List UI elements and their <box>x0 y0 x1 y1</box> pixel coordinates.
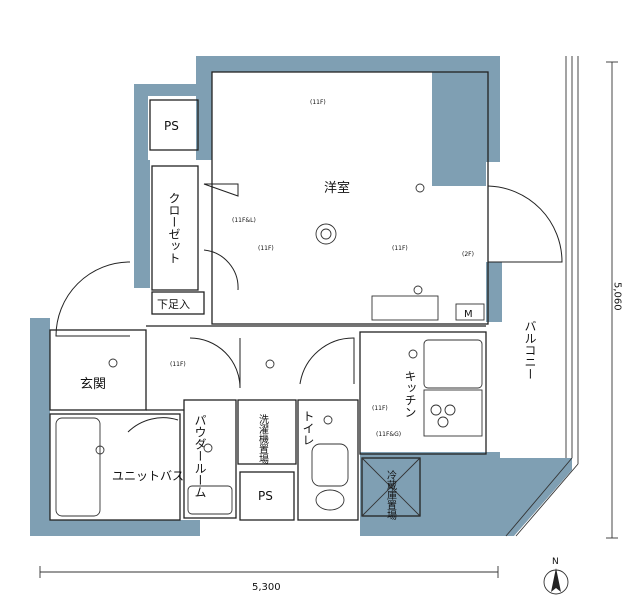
room-label-toilet: トイレ <box>301 410 315 446</box>
socket-icon <box>408 349 418 359</box>
doors <box>55 183 563 433</box>
ceiling-light-icon <box>315 223 337 245</box>
room-label-fridge-space: 冷蔵庫置場 <box>385 469 397 521</box>
dimension-lines <box>39 61 618 578</box>
socket-icon <box>108 358 118 368</box>
dimension-width: 5,300 <box>252 582 281 593</box>
socket-icon <box>203 443 213 453</box>
meter-label: M <box>464 309 473 320</box>
fixture-note-ceiling-1: (11F) <box>310 99 326 106</box>
fixture-note-light-pair: (11F&L) <box>232 217 256 224</box>
fixture-note-ceiling-3: (11F) <box>392 245 408 252</box>
room-label-balcony: バルコニー <box>523 320 537 380</box>
compass-north-label: N <box>552 557 559 567</box>
fixture-note-ceiling-2: (11F) <box>258 245 274 252</box>
room-label-entrance: 玄関 <box>80 377 106 392</box>
room-label-unit-bath: ユニットバス <box>112 469 184 483</box>
socket-icon <box>323 415 333 425</box>
room-label-washer-space: 洗濯機置場 <box>257 414 269 465</box>
exterior-walls <box>30 56 572 536</box>
fixture-note-hall: (11F) <box>170 361 186 368</box>
room-label-kitchen: キッチン <box>403 370 417 418</box>
room-label-shoe-box: 下足入 <box>157 298 190 311</box>
fixture-note-kitchen-outlet: (11F&G) <box>376 431 401 438</box>
room-label-ps-top: PS <box>164 119 179 133</box>
balcony-rail <box>505 56 579 537</box>
socket-icon <box>265 359 275 369</box>
room-label-powder-room: パウダールーム <box>193 414 207 498</box>
room-label-western: 洋室 <box>324 180 350 196</box>
room-label-closet: クローゼット <box>167 192 181 264</box>
fixture-note-aircon: (2F) <box>462 251 474 258</box>
dimension-depth: 5,060 <box>612 282 623 311</box>
socket-icon <box>415 183 425 193</box>
socket-icon <box>413 285 423 295</box>
fixtures <box>95 183 456 455</box>
interior-walls <box>49 71 489 521</box>
compass-icon <box>543 568 569 595</box>
fixture-note-kitchen: (11F) <box>372 405 388 412</box>
room-label-ps-bottom: PS <box>258 489 273 503</box>
